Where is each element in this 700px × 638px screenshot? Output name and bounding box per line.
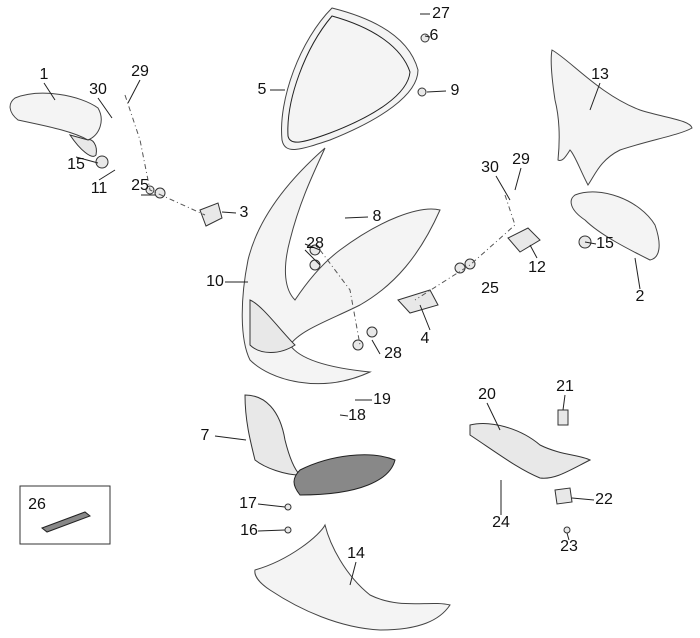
- callout-27: 27: [432, 5, 450, 22]
- callout-30: 30: [481, 159, 499, 176]
- callout-13: 13: [591, 66, 609, 83]
- callout-15: 15: [67, 156, 85, 173]
- callout-4: 4: [420, 330, 430, 347]
- callout-10: 10: [206, 273, 224, 290]
- belly-pan: [254, 523, 451, 631]
- windscreen: [281, 7, 419, 150]
- callout-1: 1: [39, 66, 49, 83]
- callout-15: 15: [596, 235, 614, 252]
- callout-5: 5: [257, 81, 267, 98]
- callout-20: 20: [478, 386, 496, 403]
- lower-grille: [293, 454, 396, 496]
- air-duct: [244, 394, 302, 476]
- callout-30: 30: [89, 81, 107, 98]
- fairing-inner: [249, 299, 296, 353]
- callout-11: 11: [90, 180, 108, 197]
- callout-17: 17: [239, 495, 257, 512]
- callout-14: 14: [347, 545, 365, 562]
- callout-26: 26: [28, 496, 46, 513]
- callout-29: 29: [512, 151, 530, 168]
- callout-7: 7: [200, 427, 210, 444]
- callout-6: 6: [429, 27, 439, 44]
- callout-22: 22: [595, 491, 613, 508]
- sticker: [40, 511, 92, 533]
- callout-21: 21: [556, 378, 574, 395]
- callout-29: 29: [131, 63, 149, 80]
- callout-23: 23: [560, 538, 578, 555]
- callout-18: 18: [348, 407, 366, 424]
- callout-9: 9: [450, 82, 460, 99]
- mirror-left: [9, 92, 102, 141]
- callout-3: 3: [239, 204, 249, 221]
- callout-28: 28: [306, 235, 324, 252]
- side-panel: [550, 49, 693, 186]
- callout-8: 8: [372, 208, 382, 225]
- callout-2: 2: [635, 288, 645, 305]
- callout-12: 12: [528, 259, 546, 276]
- upper-fairing: [241, 147, 441, 385]
- callout-28: 28: [384, 345, 402, 362]
- callout-16: 16: [240, 522, 258, 539]
- callout-25: 25: [481, 280, 499, 297]
- callout-19: 19: [373, 391, 391, 408]
- sticker-box: [19, 485, 111, 545]
- callout-24: 24: [492, 514, 510, 531]
- callout-25: 25: [131, 177, 149, 194]
- bracket: [469, 423, 592, 479]
- mirror-right: [570, 191, 660, 261]
